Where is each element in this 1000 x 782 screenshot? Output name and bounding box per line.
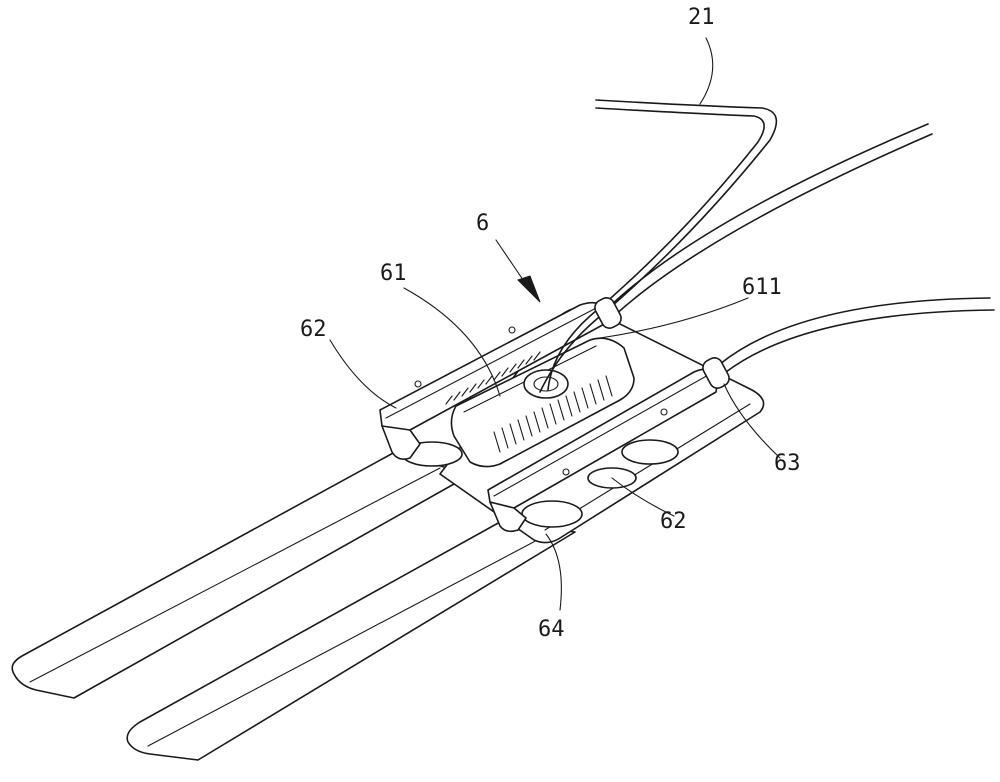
ref-label-61: 61 xyxy=(380,261,407,286)
ref-label-62-upper: 62 xyxy=(300,317,327,342)
cable-port-611 xyxy=(523,369,569,399)
lower-rail xyxy=(487,368,719,533)
suction-cups xyxy=(401,439,679,528)
ref-label-6: 6 xyxy=(476,211,490,236)
right-strap xyxy=(126,521,576,761)
cable-gland-upper xyxy=(594,297,622,329)
left-strap xyxy=(11,451,471,699)
cables xyxy=(539,99,995,393)
ref-label-64: 64 xyxy=(538,617,565,642)
cable-gland-63 xyxy=(702,357,730,389)
ref-label-62-lower: 62 xyxy=(660,509,687,534)
leader-lines xyxy=(329,37,781,611)
ref-label-21: 21 xyxy=(688,5,715,30)
housing xyxy=(445,337,635,468)
fin-ridges xyxy=(445,351,613,453)
ref-label-611: 611 xyxy=(742,275,782,300)
ref-label-63: 63 xyxy=(774,451,801,476)
